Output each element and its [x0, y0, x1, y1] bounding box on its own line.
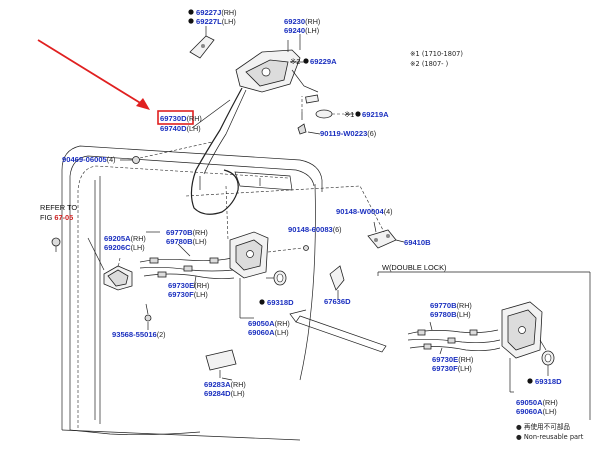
- label-90148b: 90148-60083(6): [288, 225, 342, 234]
- nonreusable-dot: [188, 9, 194, 15]
- label-69730D: 69730D(RH): [160, 114, 202, 123]
- nonreusable-dot: [527, 378, 533, 384]
- label-69206C: 69206C(LH): [104, 243, 145, 252]
- wlabel-69770B: 69770B(RH): [430, 301, 472, 310]
- nonreusable-dot: [355, 111, 361, 117]
- striker-69410B: [367, 221, 405, 249]
- nonreusable-dot: [259, 299, 265, 305]
- label-69229A-note: ※2: [290, 57, 300, 66]
- bolt-90119: [297, 96, 307, 135]
- door-lock-69050A: [229, 231, 269, 318]
- label-69730F: 69730F(LH): [168, 290, 208, 299]
- label-90119: 90119-W0223(6): [320, 129, 376, 138]
- cap-69219A: [315, 109, 344, 119]
- bracket-69227J: [189, 26, 215, 59]
- label-69219A: 69219A: [362, 110, 389, 119]
- clip-refer: [51, 237, 61, 252]
- wlabel-69730F: 69730F(LH): [432, 364, 472, 373]
- label-69060A: 69060A(LH): [248, 328, 289, 337]
- label-69740D: 69740D(LH): [160, 124, 201, 133]
- label-69410B: 69410B: [404, 238, 431, 247]
- label-69730E: 69730E(RH): [168, 281, 209, 290]
- grommet-69318D: [266, 270, 287, 286]
- label-69230: 69230(RH): [284, 17, 320, 26]
- label-90148a: 90148-W0004(4): [336, 207, 393, 216]
- wlabel-69318D: 69318D: [535, 377, 562, 386]
- label-69227J: 69227J(RH): [196, 8, 237, 17]
- label-69229A: 69229A: [310, 57, 337, 66]
- nonreusable-dot: [188, 18, 194, 24]
- refer-line1: REFER TO: [40, 203, 77, 212]
- label-93568: 93568-55016(2): [112, 330, 166, 339]
- highlight-box: [157, 110, 194, 125]
- label-69318D: 69318D: [267, 298, 294, 307]
- label-69780B: 69780B(LH): [166, 237, 207, 246]
- legend-note2: ※2 (1807- ): [410, 60, 448, 68]
- wlock-box: [377, 271, 591, 420]
- inside-handle-69205A: [103, 257, 133, 291]
- door-frame: [61, 145, 323, 441]
- legend-reuse-en: ● Non-reusable part: [516, 433, 584, 441]
- leader-lines: [87, 34, 443, 381]
- direction-arrow: [289, 309, 387, 353]
- label-69283A: 69283A(RH): [204, 380, 246, 389]
- cable-69730D: [190, 87, 247, 241]
- pointer-arrow: [37, 39, 150, 110]
- label-69770B: 69770B(RH): [166, 228, 208, 237]
- nonreusable-dot: [303, 58, 309, 64]
- label-69219A-note: ※1: [344, 110, 354, 119]
- label-69050A: 69050A(RH): [248, 319, 290, 328]
- screw-93568: [144, 303, 152, 330]
- cover-67636D: [329, 265, 345, 296]
- wlock-title: W(DOUBLE LOCK): [382, 263, 446, 272]
- legend-note1: ※1 (1710-1807): [410, 50, 463, 58]
- label-67636D: 67636D: [324, 297, 351, 306]
- label-69240: 69240(LH): [284, 26, 319, 35]
- handle-69230: [235, 40, 319, 104]
- wlabel-69730E: 69730E(RH): [432, 355, 473, 364]
- wlabel-69780B: 69780B(LH): [430, 310, 471, 319]
- label-69284D: 69284D(LH): [204, 389, 245, 398]
- clip-90469: [120, 141, 213, 164]
- pad-69283A: [205, 349, 237, 378]
- legend-reuse-jp: ● 再使用不可部品: [516, 422, 570, 431]
- label-69205A: 69205A(RH): [104, 234, 146, 243]
- screw-90148b: [267, 245, 309, 253]
- label-69227L: 69227L(LH): [196, 17, 236, 26]
- cables-69730E: [139, 257, 235, 280]
- label-90469: 90469-06005(4): [62, 155, 116, 164]
- refer-line2[interactable]: FIG 67-05: [40, 213, 73, 222]
- wlabel-69050A: 69050A(RH): [516, 398, 558, 407]
- wlabel-69060A: 69060A(LH): [516, 407, 557, 416]
